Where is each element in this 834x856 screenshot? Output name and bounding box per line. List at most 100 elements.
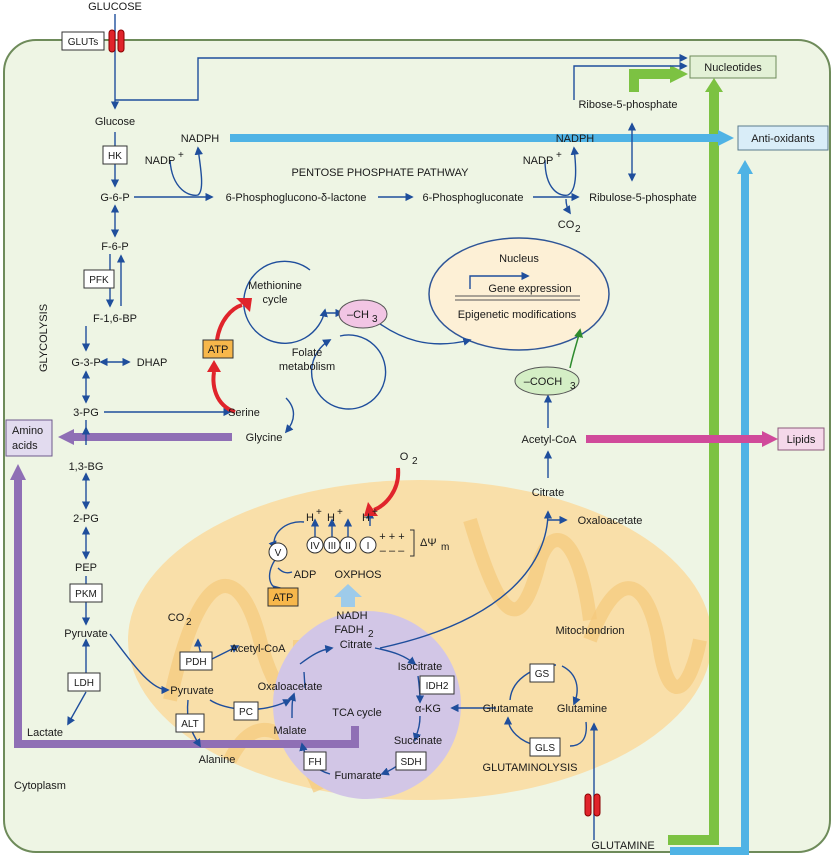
- label-cytoplasm: Cytoplasm: [14, 780, 66, 792]
- label-pep: PEP: [75, 562, 97, 574]
- label-nadph-1: NADPH: [181, 133, 220, 145]
- label-ribose: Ribose-5-phosphate: [578, 99, 677, 111]
- label-nadp-1: NADP: [145, 155, 176, 167]
- label-h-2-sup: +: [337, 507, 343, 518]
- label-methionine-1: Methionine: [248, 280, 302, 292]
- blue-band-antioxidants: [670, 172, 749, 855]
- label-complex-iv: IV: [310, 541, 320, 552]
- label-gs: GS: [535, 669, 550, 680]
- label-pyruvate: Pyruvate: [64, 628, 107, 640]
- label-gls: GLS: [535, 743, 555, 754]
- label-antioxidants: Anti-oxidants: [751, 133, 815, 145]
- label-nadh: NADH: [336, 610, 367, 622]
- label-acetylcoa: Acetyl-CoA: [521, 434, 577, 446]
- label-ldh: LDH: [74, 678, 94, 689]
- label-serine: Serine: [228, 407, 260, 419]
- label-gene-expression: Gene expression: [488, 283, 571, 295]
- label-folate-2: metabolism: [279, 361, 335, 373]
- label-ch3-sub: 3: [372, 314, 378, 325]
- label-delta-psi-sub: m: [441, 542, 449, 553]
- label-co2-ppp-sub: 2: [575, 224, 581, 235]
- label-atp-2: ATP: [273, 592, 294, 604]
- label-citrate-m: Citrate: [340, 639, 372, 651]
- label-minus-charges: – – –: [380, 545, 405, 557]
- label-fumarate: Fumarate: [334, 770, 381, 782]
- ch3-bubble: [338, 299, 388, 329]
- label-amino-1: Amino: [12, 425, 43, 437]
- atp-box-2: [267, 587, 299, 607]
- acetylation-arrow: [569, 328, 583, 369]
- label-sdh: SDH: [400, 757, 421, 768]
- label-gluts: GLUTs: [68, 37, 99, 48]
- label-mitochondrion: Mitochondrion: [555, 625, 624, 637]
- label-2pg: 2-PG: [73, 513, 99, 525]
- label-f6p: F-6-P: [101, 241, 129, 253]
- label-complex-i: I: [367, 541, 370, 552]
- label-pkm: PKM: [75, 589, 97, 600]
- label-h-2: H: [327, 512, 335, 524]
- label-malate: Malate: [273, 725, 306, 737]
- label-fh: FH: [308, 757, 321, 768]
- label-succinate: Succinate: [394, 735, 442, 747]
- label-pglactone: 6-Phosphoglucono-δ-lactone: [226, 192, 367, 204]
- label-pyruvate-m: Pyruvate: [170, 685, 213, 697]
- label-akg: α-KG: [415, 703, 441, 715]
- label-nucleotides: Nucleotides: [704, 62, 762, 74]
- antioxidants-box: [737, 125, 829, 151]
- label-co2-pdh: CO: [168, 612, 185, 624]
- label-h-3: H: [362, 512, 370, 524]
- label-plus-charges: + + +: [379, 531, 404, 543]
- label-h-1-sup: +: [316, 507, 322, 518]
- label-coch3: –COCH: [524, 376, 563, 388]
- label-adp: ADP: [294, 569, 317, 581]
- label-13bg: 1,3-BG: [69, 461, 104, 473]
- purple-band-amino: [14, 478, 359, 748]
- enzyme-boxes: [61, 31, 561, 771]
- label-h-3-sup: +: [372, 507, 378, 518]
- label-co2-ppp: CO: [558, 219, 575, 231]
- etc-complexes: [268, 536, 377, 562]
- label-glycolysis: GLYCOLYSIS: [38, 304, 50, 372]
- label-glutaminolysis: GLUTAMINOLYSIS: [483, 762, 578, 774]
- label-acetylcoa-m: Acetyl-CoA: [230, 643, 286, 655]
- label-glucose: Glucose: [95, 116, 135, 128]
- label-oxaloacetate: Oxaloacetate: [578, 515, 643, 527]
- label-3pg: 3-PG: [73, 407, 99, 419]
- label-glutamine-bottom: GLUTAMINE: [591, 840, 654, 852]
- glutamine-transporter: [584, 793, 601, 817]
- amino-acids-box: [5, 419, 53, 457]
- label-pfk: PFK: [89, 275, 109, 286]
- label-ribulose: Ribulose-5-phosphate: [589, 192, 697, 204]
- label-glutamine: Glutamine: [557, 703, 607, 715]
- label-tca: TCA cycle: [332, 707, 382, 719]
- label-citrate: Citrate: [532, 487, 564, 499]
- label-nadp-1-sup: +: [178, 150, 184, 161]
- label-complex-ii: II: [345, 541, 351, 552]
- label-nadp-2-sup: +: [556, 150, 562, 161]
- label-complex-v: V: [275, 548, 282, 559]
- label-glucose-top: GLUCOSE: [88, 1, 142, 13]
- label-epigenetic: Epigenetic modifications: [458, 309, 577, 321]
- label-o2-sub: 2: [412, 456, 418, 467]
- green-band-nucleotides: [668, 90, 719, 845]
- label-co2-pdh-sub: 2: [186, 617, 192, 628]
- oxphos-arrow: [334, 584, 362, 607]
- coch3-bubble: [514, 366, 580, 396]
- label-g3p: G-3-P: [71, 357, 100, 369]
- gene-expression-arrow: [469, 271, 530, 289]
- label-complex-iii: III: [328, 541, 336, 552]
- labels: GLUCOSE GLUTs Glucose HK G-6-P F-6-P PFK…: [12, 1, 816, 852]
- label-delta-psi: ΔΨ: [420, 537, 437, 549]
- label-dhap: DHAP: [137, 357, 168, 369]
- label-ch3: –CH: [347, 309, 369, 321]
- label-glycine: Glycine: [246, 432, 283, 444]
- label-nadp-2: NADP: [523, 155, 554, 167]
- label-methionine-2: cycle: [262, 294, 287, 306]
- nucleus: [428, 237, 610, 351]
- lipids-box: [777, 427, 825, 451]
- label-fadh: FADH: [334, 624, 363, 636]
- label-isocitrate: Isocitrate: [398, 661, 443, 673]
- label-hk: HK: [108, 151, 122, 162]
- label-fadh-sub: 2: [368, 629, 374, 640]
